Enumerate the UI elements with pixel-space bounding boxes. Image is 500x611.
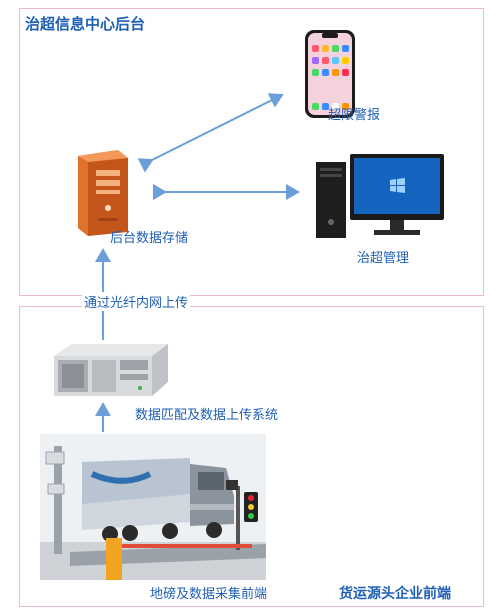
smartphone-icon [304,29,356,119]
truck-weighbridge-photo [40,434,266,580]
backend-center-title: 治超信息中心后台 [25,15,146,33]
arrow-storage-alarm [137,93,284,173]
management-label: 治超管理 [357,251,410,266]
enterprise-frontend-frame [19,306,484,607]
alarm-label: 超限警报 [328,108,381,123]
backend-center-frame [19,8,484,296]
weighbridge-label: 地磅及数据采集前端 [150,587,268,602]
server-tower-icon [62,148,132,238]
upload-edge-label: 通过光纤内网上传 [82,292,191,311]
storage-label: 后台数据存储 [110,231,189,246]
enterprise-frontend-title: 货运源头企业前端 [339,586,451,602]
matching-label: 数据匹配及数据上传系统 [135,408,279,423]
rack-server-icon [52,342,170,398]
desktop-computer-icon [312,150,448,240]
